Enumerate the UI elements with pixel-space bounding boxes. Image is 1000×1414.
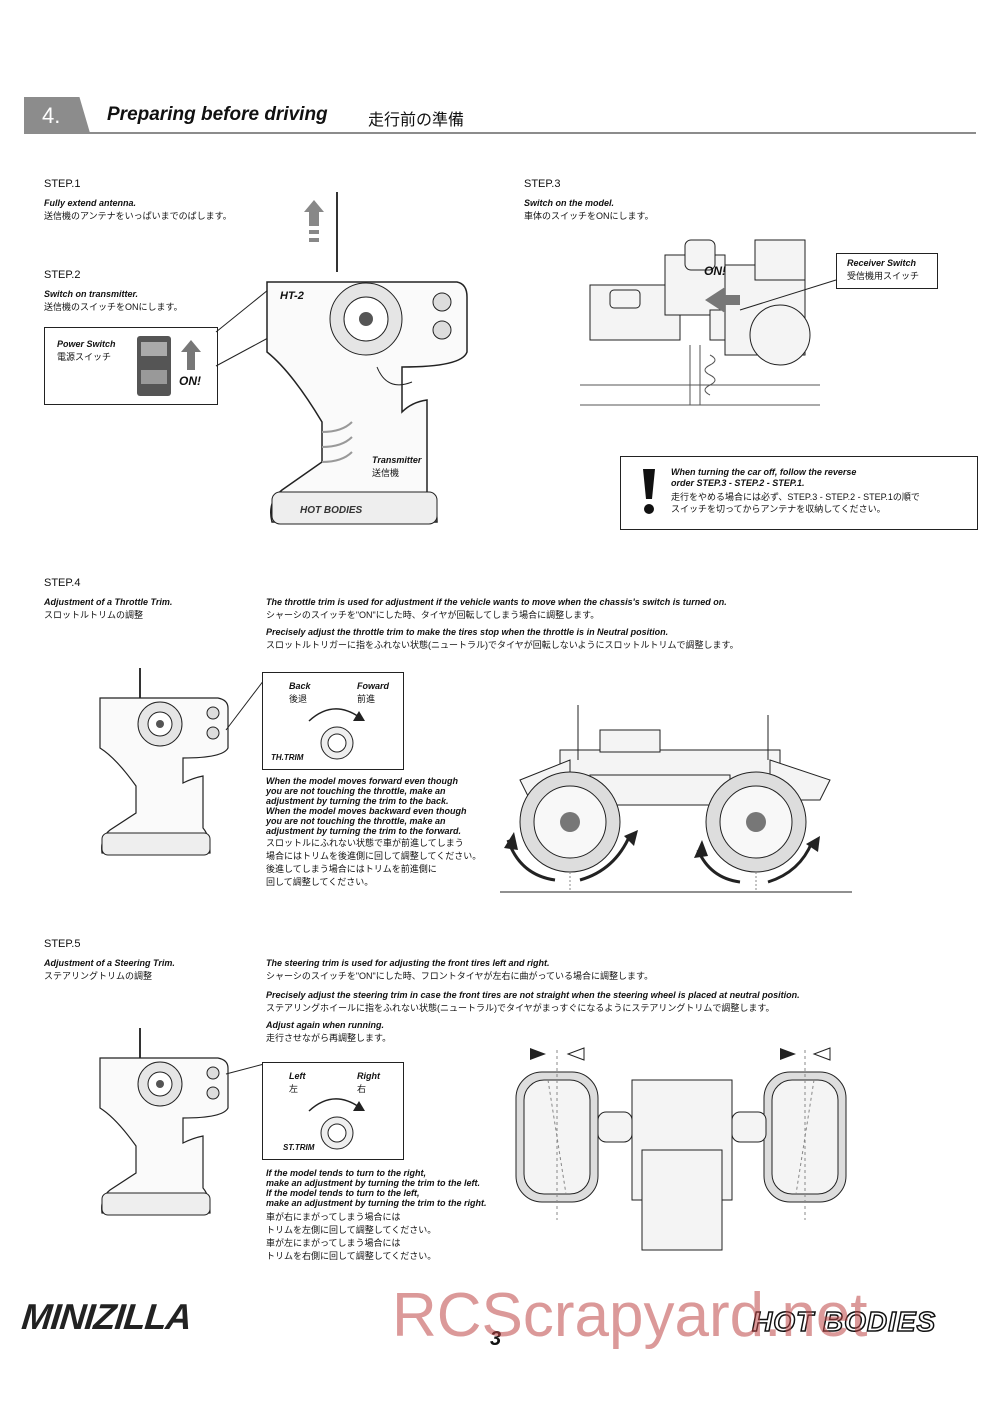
receiver-switch-label-jp: 受信機用スイッチ <box>847 271 920 281</box>
transmitter-small-illustration <box>99 668 229 856</box>
receiver-switch-label: Receiver Switch <box>847 258 917 268</box>
receiver-callout-leader <box>739 279 837 311</box>
step2-label: STEP.2 <box>44 269 81 281</box>
st-trim-knob-icon <box>308 1098 365 1150</box>
step5-note-jp-3: 車が左にまがってしまう場合には <box>266 1238 401 1248</box>
warning-en-1: When turning the car off, follow the rev… <box>671 467 857 477</box>
power-switch-icon <box>137 336 171 396</box>
step1-label: STEP.1 <box>44 178 81 190</box>
step5-note-jp-1: 車が右にまがってしまう場合には <box>266 1212 401 1222</box>
step4-note-en-1: When the model moves forward even though <box>266 776 459 786</box>
step1-jp: 送信機のアンテナをいっぱいまでのばします。 <box>44 211 232 221</box>
step5-desc3-en: Adjust again when running. <box>266 1020 384 1030</box>
step4-note-jp-3: 後進してしまう場合にはトリムを前進側に <box>266 864 437 874</box>
warning-jp-1: 走行をやめる場合には必ず、STEP.3 - STEP.2 - STEP.1の順で <box>671 492 920 502</box>
step5-notes: If the model tends to turn to the right,… <box>266 1168 487 1262</box>
step2-jp: 送信機のスイッチをONにします。 <box>44 302 183 312</box>
step5-note-en-3: If the model tends to turn to the left, <box>266 1188 420 1198</box>
step4-desc2-jp: スロットルトリガーに指をふれない状態(ニュートラル)でタイヤが回転しないようにス… <box>266 640 739 650</box>
transmitter-label: Transmitter <box>372 455 422 465</box>
th-back-label-jp: 後退 <box>289 694 308 704</box>
step5-desc2-en: Precisely adjust the steering trim in ca… <box>266 990 800 1000</box>
step5-note-en-1: If the model tends to turn to the right, <box>266 1168 426 1178</box>
th-forward-label: Foward <box>357 681 390 691</box>
power-switch-label-jp: 電源スイッチ <box>57 352 112 362</box>
step5-note-en-4: make an adjustment by turning the trim t… <box>266 1198 487 1208</box>
page-number: 3 <box>490 1328 502 1350</box>
receiver-on-label: ON! <box>704 264 726 278</box>
step4-note-en-2: you are not touching the throttle, make … <box>266 786 446 796</box>
step5-label: STEP.5 <box>44 938 81 950</box>
step5-en: Adjustment of a Steering Trim. <box>44 958 175 968</box>
step4-desc2-en: Precisely adjust the throttle trim to ma… <box>266 627 669 637</box>
transmitter-brand: HOT BODIES <box>300 505 363 516</box>
step5-desc3-jp: 走行させながら再調整します。 <box>266 1033 392 1043</box>
step5-desc1-en: The steering trim is used for adjusting … <box>266 958 550 968</box>
th-forward-label-jp: 前進 <box>357 694 376 704</box>
st-right-label: Right <box>357 1071 380 1081</box>
step4-note-en-3: adjustment by turning the trim to the ba… <box>266 796 449 806</box>
step1-en: Fully extend antenna. <box>44 198 137 208</box>
step3-en: Switch on the model. <box>524 198 615 208</box>
receiver-switch-callout: Receiver Switch 受信機用スイッチ <box>836 253 938 289</box>
power-on-label: ON! <box>179 374 201 388</box>
step4-note-en-4: When the model moves backward even thoug… <box>266 806 467 816</box>
step4-note-jp-1: スロットルにふれない状態で車が前進してしまう <box>266 838 464 848</box>
step5-note-jp-2: トリムを左側に回して調整してください。 <box>266 1225 437 1235</box>
st-left-label-jp: 左 <box>289 1084 299 1094</box>
warning-en-2: order STEP.3 - STEP.2 - STEP.1. <box>671 478 805 488</box>
step4-desc1-en: The throttle trim is used for adjustment… <box>266 597 727 607</box>
truck-front-illustration <box>515 1047 847 1251</box>
power-callout-leader <box>215 289 269 367</box>
step4-desc1-jp: シャーシのスイッチを"ON"にした時、タイヤが回転してしまう場合に調整します。 <box>266 610 600 620</box>
watermark: RCScrapyard.net <box>392 1281 868 1350</box>
warning-box: When turning the car off, follow the rev… <box>620 456 978 530</box>
transmitter-illustration <box>266 192 468 525</box>
section-title-jp: 走行前の準備 <box>368 112 465 129</box>
st-trim-leader <box>225 1063 265 1075</box>
chassis-switch-illustration <box>580 239 820 406</box>
exclamation-icon <box>643 469 655 514</box>
st-trim-label: ST.TRIM <box>283 1143 315 1152</box>
step2-en: Switch on transmitter. <box>44 289 139 299</box>
th-trim-leader <box>225 679 265 731</box>
th-back-label: Back <box>289 681 311 691</box>
section-title: Preparing before driving <box>107 104 328 125</box>
step3-jp: 車体のスイッチをONにします。 <box>524 211 654 221</box>
step4-note-jp-2: 場合にはトリムを後進側に回して調整してください。 <box>266 851 482 861</box>
st-left-label: Left <box>289 1071 306 1081</box>
transmitter-model: HT-2 <box>280 290 304 302</box>
step3-label: STEP.3 <box>524 178 561 190</box>
st-trim-callout: Left 左 Right 右 ST.TRIM <box>262 1062 404 1160</box>
step4-en: Adjustment of a Throttle Trim. <box>44 597 173 607</box>
transmitter-small-illustration-2 <box>99 1028 229 1216</box>
step5-desc2-jp: ステアリングホイールに指をふれない状態(ニュートラル)でタイヤがまっすぐになるよ… <box>266 1003 775 1013</box>
step4-note-en-5: you are not touching the throttle, make … <box>266 816 446 826</box>
step4-label: STEP.4 <box>44 577 81 589</box>
th-trim-label: TH.TRIM <box>271 753 304 762</box>
step5-note-jp-4: トリムを右側に回して調整してください。 <box>266 1251 437 1261</box>
minizilla-logo: MINIZILLA <box>19 1296 194 1337</box>
th-trim-callout: Back 後退 Foward 前進 TH.TRIM <box>262 672 404 770</box>
step5-desc1-jp: シャーシのスイッチを"ON"にした時、フロントタイヤが左右に曲がっている場合に調… <box>266 971 654 981</box>
power-switch-callout: Power Switch 電源スイッチ ON! <box>44 327 218 405</box>
st-right-label-jp: 右 <box>357 1084 367 1094</box>
step4-note-jp-4: 回して調整してください。 <box>266 877 374 887</box>
power-switch-label: Power Switch <box>57 339 116 349</box>
step5-note-en-2: make an adjustment by turning the trim t… <box>266 1178 481 1188</box>
truck-side-illustration <box>500 705 852 893</box>
step4-notes: When the model moves forward even though… <box>266 776 481 888</box>
warning-jp-2: スイッチを切ってからアンテナを収納してください。 <box>671 504 886 514</box>
section-number: 4. <box>24 97 90 133</box>
th-trim-knob-icon <box>308 708 365 760</box>
header-rule <box>24 132 976 134</box>
hotbodies-logo: HOT BODIES <box>751 1305 937 1338</box>
arrow-up-icon <box>181 340 201 370</box>
step4-note-en-6: adjustment by turning the trim to the fo… <box>266 826 462 836</box>
step5-jp: ステアリングトリムの調整 <box>44 971 153 981</box>
transmitter-label-jp: 送信機 <box>372 468 400 478</box>
step4-jp: スロットルトリムの調整 <box>44 610 144 620</box>
